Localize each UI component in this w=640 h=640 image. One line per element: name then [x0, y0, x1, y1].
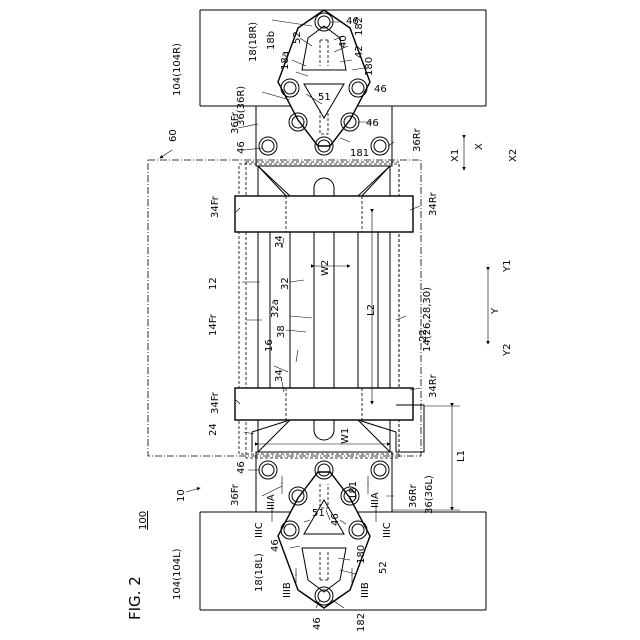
- label-12: 12: [208, 277, 219, 290]
- label-40: 40: [338, 35, 349, 48]
- label-100: 100: [138, 511, 149, 530]
- arrow-60: [160, 150, 172, 158]
- label-10: 10: [176, 489, 187, 502]
- label-46-bl: 46: [236, 461, 247, 474]
- label-w2: W2: [320, 260, 331, 276]
- top-cap: [258, 166, 390, 196]
- label-l2: L2: [366, 304, 377, 316]
- label-46-bbottom: 46: [312, 617, 323, 630]
- label-rail-right: 104(104R): [172, 43, 183, 96]
- label-18b: 18b: [266, 31, 277, 50]
- label-34-top: 34: [274, 235, 285, 248]
- label-36rr-bottom: 36Rr: [408, 483, 419, 508]
- label-14fr: 14Fr: [208, 313, 219, 336]
- label-181-top: 181: [350, 148, 369, 159]
- label-180-bottom: 180: [356, 545, 367, 564]
- axis-x2: X2: [508, 149, 519, 162]
- label-38: 38: [276, 325, 287, 338]
- label-18r: 18(18R): [248, 22, 259, 62]
- inner-rails: [270, 232, 378, 390]
- label-51-top: 51: [318, 92, 331, 103]
- label-46-mid: 46: [366, 118, 379, 129]
- label-46-bleft: 46: [270, 539, 281, 552]
- label-iiib-right: IIIB: [360, 582, 371, 598]
- label-36fr-bottom: 36Fr: [230, 483, 241, 506]
- label-32: 32: [280, 277, 291, 290]
- label-34rr-top: 34Rr: [428, 191, 439, 216]
- label-iiic-right: IIIC: [382, 522, 393, 538]
- figure-title: FIG. 2: [126, 576, 144, 620]
- label-46-bm: 46: [330, 513, 341, 526]
- label-34-bottom: 34: [274, 369, 285, 382]
- label-36rr-top: 36Rr: [412, 127, 423, 152]
- label-36l: 36(36L): [424, 475, 435, 514]
- label-iiib-left: IIIB: [282, 582, 293, 598]
- label-42: 42: [354, 45, 365, 58]
- label-rail-left: 104(104L): [172, 548, 183, 600]
- label-18a: 18a: [280, 51, 291, 70]
- axis-x: X: [474, 143, 485, 150]
- clamp-bar-bottom: [235, 388, 413, 420]
- label-182-bottom: 182: [356, 613, 367, 632]
- label-iiia-left: IIIA: [266, 494, 277, 510]
- clamp-bar-top: [235, 196, 413, 232]
- label-60: 60: [168, 129, 179, 142]
- axis-y: Y: [490, 307, 501, 315]
- axis-y2: Y2: [502, 344, 513, 357]
- label-18l: 18(18L): [254, 553, 265, 592]
- label-52-top: 52: [292, 31, 303, 44]
- label-iiic-left: IIIC: [254, 522, 265, 538]
- arrow-10: [186, 488, 200, 492]
- label-l1: L1: [456, 450, 467, 462]
- label-32a: 32a: [270, 299, 281, 318]
- label-52-bottom: 52: [378, 561, 389, 574]
- label-180-top: 180: [364, 57, 375, 76]
- axis-x1: X1: [450, 149, 461, 162]
- axis-y1: Y1: [502, 260, 513, 273]
- label-iiia-right: IIIA: [370, 492, 381, 508]
- label-24: 24: [208, 423, 219, 436]
- label-22: 22: [418, 329, 429, 342]
- label-182-top: 182: [354, 17, 365, 36]
- label-34fr-bottom: 34Fr: [210, 391, 221, 414]
- label-16: 16: [264, 339, 275, 352]
- label-36r: 36(36R): [236, 86, 247, 126]
- label-46-right: 46: [374, 84, 387, 95]
- label-46-left: 46: [236, 141, 247, 154]
- label-34fr-top: 34Fr: [210, 195, 221, 218]
- label-51-bottom: 51: [312, 508, 325, 519]
- label-34rr-bottom: 34Rr: [428, 373, 439, 398]
- label-w1: W1: [340, 428, 351, 444]
- label-181-bottom: 181: [348, 481, 359, 500]
